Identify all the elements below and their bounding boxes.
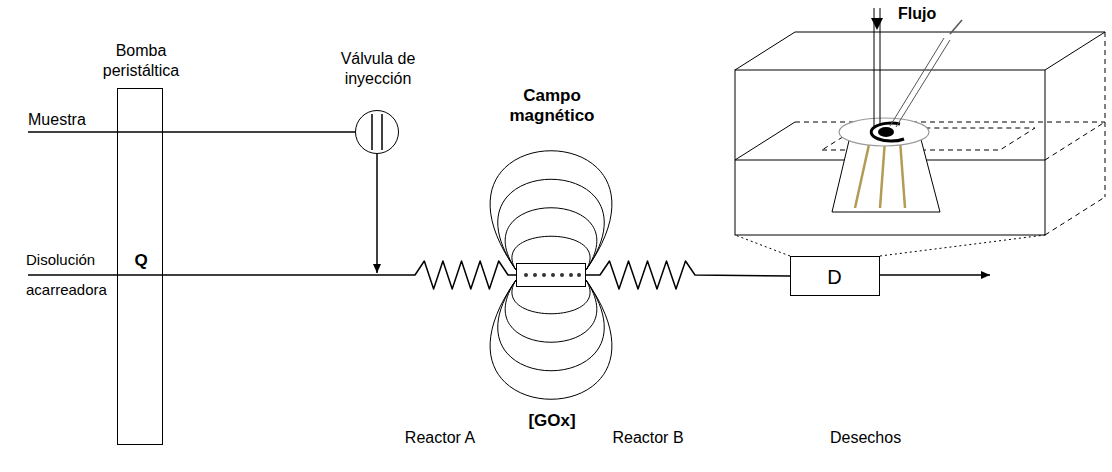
flow-cell-housing (735, 32, 1105, 235)
reactor-label: Reactor A (395, 428, 485, 448)
detector-box: D (790, 256, 880, 296)
sample-label: Muestra (28, 110, 86, 130)
zoom-line (735, 235, 790, 256)
reactor-tubing (163, 261, 516, 289)
electrode-tracks (855, 140, 905, 208)
waste-label: Desechos (830, 428, 901, 448)
detector-label: D (791, 257, 878, 297)
inlet-arrowhead (871, 18, 883, 30)
enzyme-label: [GOx] (512, 411, 592, 431)
sample-line (28, 131, 163, 133)
outlet-dash (950, 20, 962, 34)
carrier-line (28, 274, 163, 276)
flow-cell-ring (839, 118, 929, 146)
valve-bar (381, 114, 383, 150)
valve-bar (371, 114, 373, 150)
magnetic-particles (524, 273, 581, 277)
flow-label: Flujo (898, 4, 936, 24)
outlet-tube (890, 38, 950, 127)
field-label: Campo magnético (497, 86, 607, 126)
waste-arrow (880, 274, 990, 276)
working-electrode (878, 127, 894, 137)
tubing-line (163, 131, 355, 133)
flow-rate-symbol: Q (118, 251, 164, 271)
reactor-label: Reactor B (603, 428, 693, 448)
tubing-line (376, 154, 378, 273)
zoom-line (880, 235, 1045, 256)
reactor-tubing (586, 261, 790, 289)
pump-label: Bomba peristáltica (86, 41, 196, 81)
magnetic-reactor: Campo magnético[GOx] (516, 263, 586, 287)
valve-label: Válvula de inyección (323, 49, 433, 89)
carrier-label: Disolución acarreadora (26, 245, 118, 305)
peristaltic-pump: Bomba peristálticaQ (117, 88, 163, 445)
injection-valve: Válvula de inyección (355, 110, 399, 154)
counter-electrode (871, 123, 904, 141)
